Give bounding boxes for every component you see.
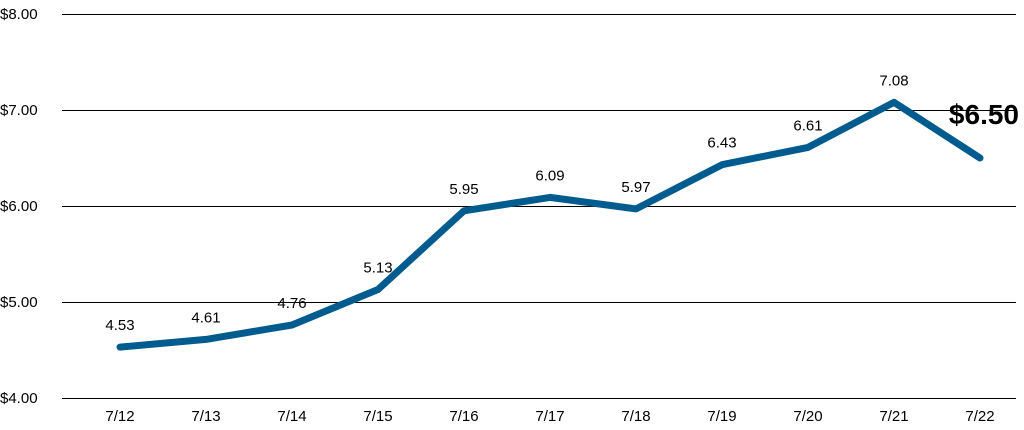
data-label: 5.13	[363, 260, 392, 277]
x-tick-label: 7/18	[621, 408, 650, 425]
grid-layer	[62, 14, 1016, 399]
data-label: 4.53	[105, 317, 134, 334]
data-label: 4.76	[277, 295, 306, 312]
x-tick-label: 7/17	[535, 408, 564, 425]
y-tick-label: $7.00	[0, 102, 38, 119]
data-label: 4.61	[191, 309, 220, 326]
y-tick-label: $6.00	[0, 198, 38, 215]
x-tick-label: 7/22	[965, 408, 994, 425]
x-axis-ticks: 7/12 7/13 7/14 7/15 7/16 7/17 7/18 7/19 7/20 7/21…	[105, 408, 994, 425]
data-label: 7.08	[879, 72, 908, 89]
y-tick-label: $4.00	[0, 390, 38, 407]
x-tick-label: 7/16	[449, 408, 478, 425]
data-label: 6.43	[707, 135, 736, 152]
x-tick-label: 7/13	[191, 408, 220, 425]
data-labels: 4.53 4.61 4.76 5.13 5.95 6.09 5.97 6.43 6.61 7.08…	[105, 72, 1019, 334]
data-label: 5.95	[449, 181, 478, 198]
x-tick-label: 7/12	[105, 408, 134, 425]
data-label: 6.09	[535, 167, 564, 184]
series-layer	[116, 98, 984, 351]
y-axis-ticks: $4.00 $5.00 $6.00 $7.00 $8.00	[0, 6, 38, 407]
y-tick-label: $8.00	[0, 6, 38, 23]
data-label: 6.61	[793, 117, 822, 134]
y-tick-label: $5.00	[0, 294, 38, 311]
data-label: 5.97	[621, 179, 650, 196]
series-line	[116, 98, 984, 351]
x-tick-label: 7/21	[879, 408, 908, 425]
x-tick-label: 7/15	[363, 408, 392, 425]
current-value-label: $6.50	[949, 99, 1019, 130]
x-tick-label: 7/20	[793, 408, 822, 425]
x-tick-label: 7/19	[707, 408, 736, 425]
x-tick-label: 7/14	[277, 408, 306, 425]
